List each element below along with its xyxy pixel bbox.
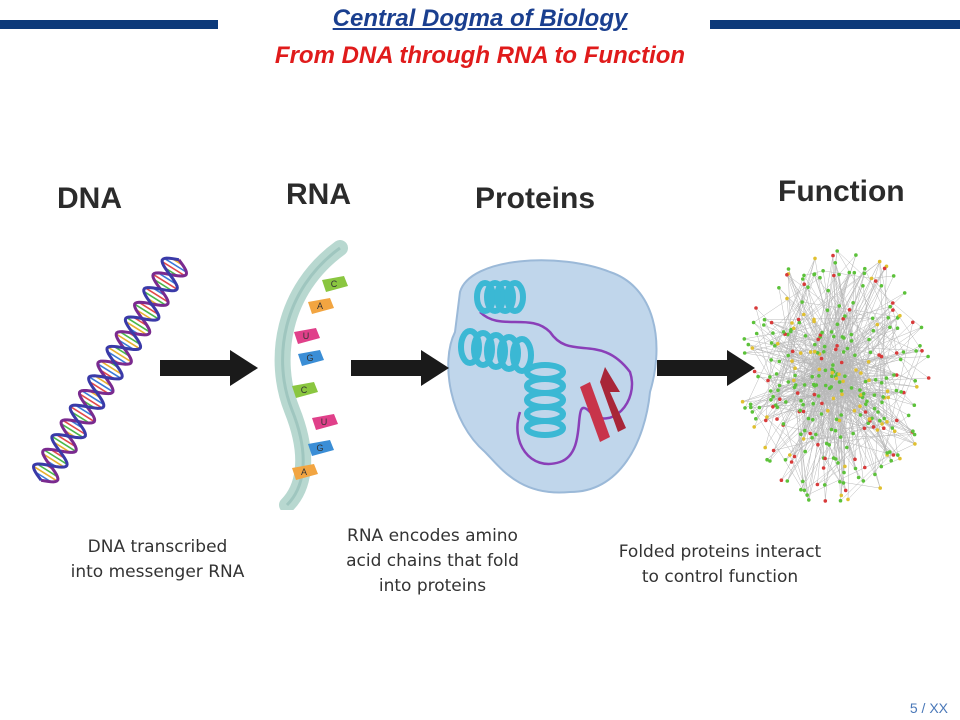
svg-text:U: U: [321, 417, 328, 427]
protein-structure-illustration: [447, 259, 658, 494]
caption-dna: DNA transcribed into messenger RNA: [70, 537, 245, 582]
stage-label-dna: DNA: [57, 182, 122, 215]
rna-base-u: U: [294, 328, 320, 344]
rna-base-c: C: [292, 382, 318, 398]
rna-base-g: G: [298, 350, 324, 366]
svg-text:U: U: [303, 331, 310, 341]
stage-label-rna: RNA: [286, 178, 351, 211]
rna-base-a: A: [292, 464, 318, 480]
stage-label-function: Function: [778, 175, 905, 208]
arrow-rna-to-proteins: [351, 350, 449, 386]
svg-text:C: C: [331, 279, 338, 289]
page-number: 5 / XX: [909, 700, 948, 716]
rna-strand-illustration: C A U G C U G A: [274, 240, 348, 510]
caption-function: Folded proteins interact to control func…: [618, 542, 822, 587]
rna-base-g: G: [308, 440, 334, 456]
interaction-network-illustration: [740, 249, 931, 503]
arrow-proteins-to-function: [657, 350, 755, 386]
svg-text:A: A: [301, 467, 307, 477]
header-bar-left: [0, 20, 218, 29]
svg-text:G: G: [316, 443, 323, 453]
stage-label-proteins: Proteins: [475, 182, 596, 215]
slide-subtitle: From DNA through RNA to Function: [274, 42, 686, 69]
rna-base-u: U: [312, 414, 338, 430]
svg-text:C: C: [301, 385, 308, 395]
svg-text:A: A: [317, 301, 323, 311]
arrow-dna-to-rna: [160, 350, 258, 386]
slide-title: Central Dogma of Biology: [332, 5, 628, 32]
rna-base-a: A: [308, 298, 334, 314]
caption-rna: RNA encodes amino acid chains that fold …: [346, 526, 519, 596]
header-bar-right: [710, 20, 960, 29]
svg-text:G: G: [306, 353, 313, 363]
rna-base-c: C: [322, 276, 348, 292]
dna-helix-illustration: [32, 256, 188, 484]
